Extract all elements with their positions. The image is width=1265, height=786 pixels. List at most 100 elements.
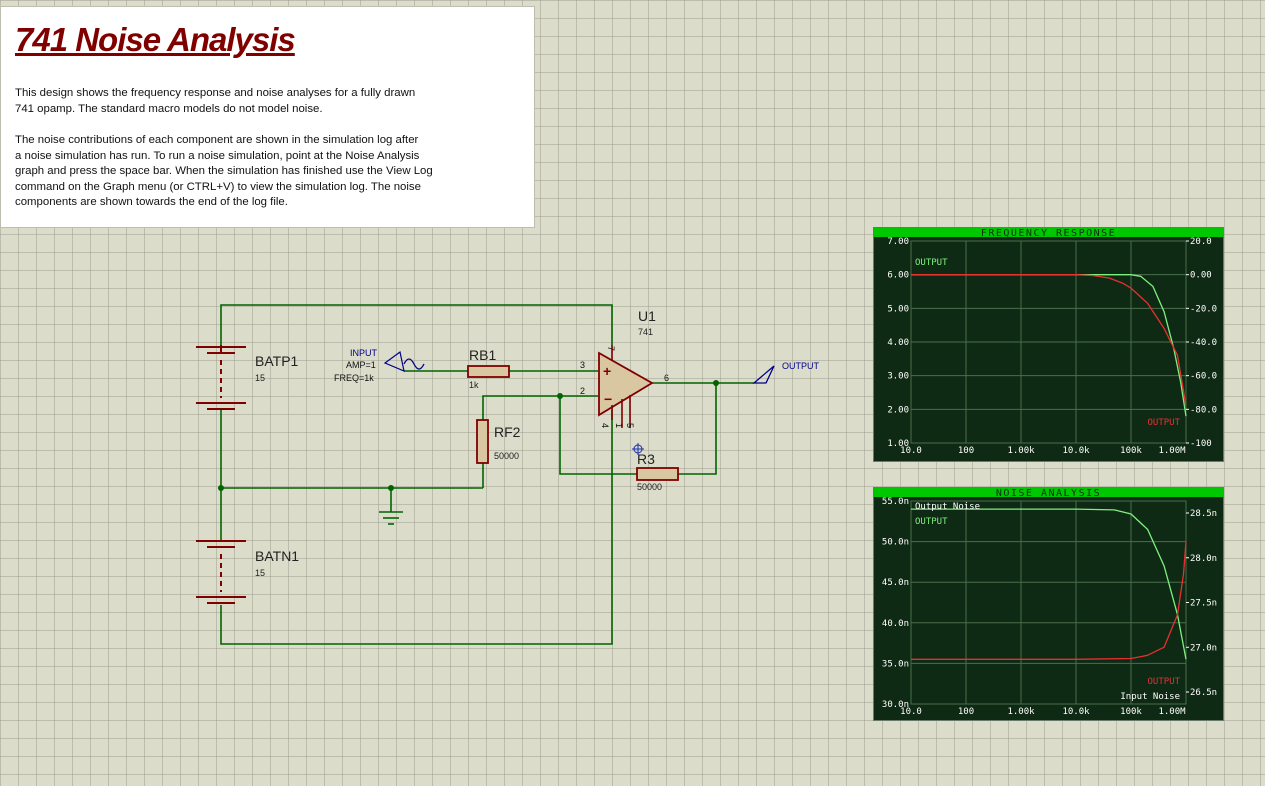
left-tick-label: 3.00 — [887, 372, 909, 382]
x-tick-label: 1.00M — [1158, 446, 1186, 456]
notes-line: 741 opamp. The standard macro models do … — [15, 102, 323, 115]
right-tick-label: -60.0 — [1190, 372, 1217, 382]
input-amp-label: AMP=1 — [346, 360, 376, 370]
right-tick-label: 0.00 — [1190, 271, 1212, 281]
r3-value: 50000 — [637, 482, 662, 492]
batn1-value: 15 — [255, 568, 265, 578]
left-tick-label: 40.0n — [882, 619, 909, 629]
wire-rf2-u1[interactable] — [482, 395, 598, 420]
graph-title-bar — [874, 228, 1223, 237]
pin-6-label: 6 — [664, 373, 669, 383]
output-terminal-icon[interactable] — [752, 365, 775, 384]
notes-line: graph and press the space bar. When the … — [15, 165, 433, 177]
battery-batn1[interactable] — [196, 540, 246, 604]
rb1-name: RB1 — [469, 347, 496, 363]
graph-title: NOISE ANALYSIS — [996, 488, 1101, 499]
batn1-name: BATN1 — [255, 548, 299, 564]
left-tick-label: 7.00 — [887, 237, 909, 247]
left-tick-label: 4.00 — [887, 338, 909, 348]
pin-1-label: 1 — [614, 423, 624, 428]
pin-4-label: 4 — [600, 423, 610, 428]
right-tick-label: 27.5n — [1190, 599, 1217, 609]
pin-5-label: 5 — [625, 423, 635, 428]
resistor-r3[interactable] — [636, 467, 679, 481]
pin-2-label: 2 — [580, 386, 585, 396]
resistor-rf2[interactable] — [476, 419, 489, 464]
right-tick-label: 20.0 — [1190, 237, 1212, 247]
wire-r3-left[interactable] — [559, 396, 637, 475]
right-tick-label: 28.5n — [1190, 509, 1217, 519]
wires[interactable] — [220, 304, 754, 645]
left-tick-label: 1.00 — [887, 439, 909, 449]
rf2-value: 50000 — [494, 451, 519, 461]
trace-label: OUTPUT — [1147, 677, 1180, 687]
rf2-name: RF2 — [494, 424, 521, 440]
series-red-trace[interactable] — [911, 274, 1187, 407]
x-tick-label: 100 — [958, 707, 974, 717]
trace-label: OUTPUT — [1147, 418, 1180, 428]
trace-label: Output Noise — [915, 502, 980, 512]
left-tick-label: 2.00 — [887, 405, 909, 415]
trace-label: Input Noise — [1120, 692, 1180, 702]
rb1-value: 1k — [469, 380, 479, 390]
notes-line: The noise contributions of each componen… — [15, 134, 419, 146]
left-tick-label: 5.00 — [887, 304, 909, 314]
right-tick-label: -100 — [1190, 439, 1212, 449]
noise-analysis-graph[interactable]: NOISE ANALYSIS 10.0 100 1.00k 10.0k 100k 1.00M… — [873, 487, 1224, 721]
r3-name: R3 — [637, 451, 655, 467]
notes-line: command on the Graph menu (or CTRL+V) to… — [15, 180, 421, 193]
left-tick-label: 6.00 — [887, 271, 909, 281]
notes-line: components are shown towards the end of … — [15, 196, 288, 208]
left-tick-label: 30.0n — [882, 700, 909, 710]
battery-batp1[interactable] — [196, 345, 246, 410]
right-tick-label: 28.0n — [1190, 554, 1217, 564]
junction-dot — [218, 485, 224, 491]
wire-r3-right[interactable] — [678, 383, 717, 475]
x-tick-label: 100k — [1120, 446, 1142, 456]
x-tick-label: 1.00k — [1007, 446, 1035, 456]
x-tick-label: 100 — [958, 446, 974, 456]
design-notes-box: 741 Noise Analysis This design shows the… — [0, 6, 535, 228]
design-title: 741 Noise Analysis — [15, 21, 296, 58]
trace-label: OUTPUT — [915, 517, 948, 527]
x-tick-label: 100k — [1120, 707, 1142, 717]
junction-dot — [388, 485, 394, 491]
svg-text:−: − — [604, 391, 612, 407]
series-green-trace[interactable] — [911, 508, 1187, 660]
graph-title-bar — [874, 488, 1223, 497]
right-tick-label: -80.0 — [1190, 405, 1217, 415]
wire-vplus[interactable] — [220, 304, 613, 345]
input-generator-icon[interactable] — [383, 350, 425, 372]
series-green-trace[interactable] — [911, 274, 1187, 417]
right-tick-label: 27.0n — [1190, 643, 1217, 653]
left-tick-label: 35.0n — [882, 659, 909, 669]
trace-label: OUTPUT — [915, 258, 948, 268]
ground-symbol[interactable] — [379, 511, 403, 525]
left-tick-label: 55.0n — [882, 497, 909, 507]
notes-line: This design shows the frequency response… — [15, 87, 416, 99]
x-tick-label: 1.00k — [1007, 707, 1035, 717]
x-tick-label: 10.0k — [1062, 707, 1090, 717]
left-tick-label: 45.0n — [882, 578, 909, 588]
junction-dot — [557, 393, 563, 399]
probe-crosshair-icon — [632, 443, 644, 455]
x-tick-label: 10.0k — [1062, 446, 1090, 456]
plot-area — [910, 500, 1187, 705]
opamp-u1[interactable]: + − — [598, 345, 654, 428]
x-tick-label: 10.0 — [900, 707, 922, 717]
x-tick-label: 1.00M — [1158, 707, 1186, 717]
series-red-trace[interactable] — [911, 541, 1187, 660]
junction-dot — [713, 380, 719, 386]
right-tick-label: -40.0 — [1190, 338, 1217, 348]
right-tick-label: -20.0 — [1190, 304, 1217, 314]
resistor-rb1[interactable] — [467, 365, 510, 378]
wire-vminus[interactable] — [220, 410, 613, 645]
batp1-name: BATP1 — [255, 353, 299, 369]
notes-line: a noise simulation has run. To run a noi… — [15, 149, 420, 162]
svg-text:+: + — [603, 363, 611, 379]
left-tick-label: 50.0n — [882, 538, 909, 548]
graph-title: FREQUENCY RESPONSE — [981, 228, 1116, 239]
u1-name: U1 — [638, 308, 656, 324]
